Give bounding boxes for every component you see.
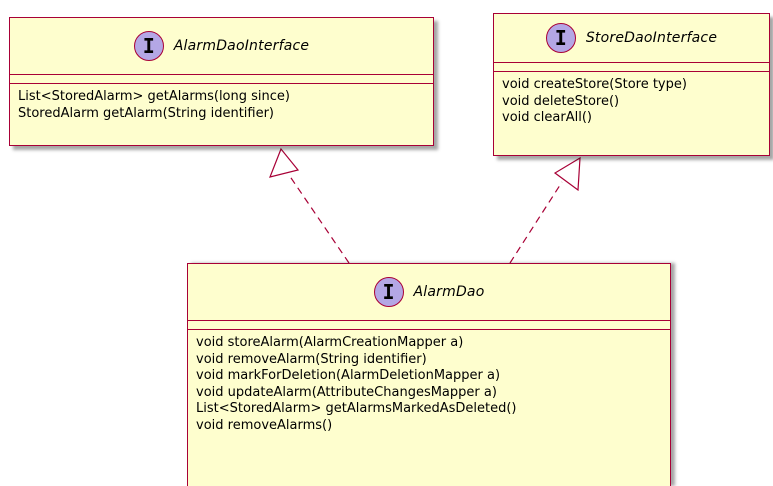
methods-compartment: List<StoredAlarm> getAlarms(long since) …	[10, 84, 433, 127]
store-dao-interface-box[interactable]: I StoreDaoInterface void createStore(Sto…	[493, 13, 770, 156]
method: StoredAlarm getAlarm(String identifier)	[18, 105, 275, 121]
method: void removeAlarms()	[196, 417, 333, 433]
interface-name: AlarmDao	[413, 284, 485, 300]
interface-header: I AlarmDaoInterface	[10, 18, 433, 75]
methods-compartment: void createStore(Store type) void delete…	[494, 72, 769, 132]
interface-badge-icon: I	[133, 31, 164, 61]
fields-compartment	[494, 63, 769, 72]
interface-badge-icon: I	[545, 23, 576, 53]
realization-alarmdao-to-storedaointerface	[509, 156, 581, 264]
method: List<StoredAlarm> getAlarmsMarkedAsDelet…	[196, 401, 517, 416]
interface-badge-icon: I	[373, 277, 404, 307]
alarm-dao-interface-box[interactable]: I AlarmDaoInterface List<StoredAlarm> ge…	[9, 17, 434, 146]
realization-alarmdao-to-alarmdaointerface	[269, 147, 350, 264]
interface-header: I AlarmDao	[188, 264, 670, 321]
method: void markForDeletion(AlarmDeletionMapper…	[196, 368, 501, 383]
interface-header: I StoreDaoInterface	[494, 14, 769, 63]
method: void storeAlarm(AlarmCreationMapper a)	[196, 335, 464, 350]
method: void removeAlarm(String identifier)	[196, 351, 427, 367]
method: void deleteStore()	[502, 93, 620, 109]
interface-name: StoreDaoInterface	[585, 30, 718, 46]
method: void createStore(Store type)	[502, 77, 687, 92]
interface-name: AlarmDaoInterface	[173, 38, 310, 54]
method: List<StoredAlarm> getAlarms(long since)	[18, 89, 290, 104]
fields-compartment	[188, 321, 670, 330]
alarm-dao-box[interactable]: I AlarmDao void storeAlarm(AlarmCreation…	[187, 263, 671, 486]
methods-compartment: void storeAlarm(AlarmCreationMapper a) v…	[188, 330, 670, 439]
method: void clearAll()	[502, 110, 592, 125]
method: void updateAlarm(AttributeChangesMapper …	[196, 384, 497, 400]
fields-compartment	[10, 75, 433, 84]
